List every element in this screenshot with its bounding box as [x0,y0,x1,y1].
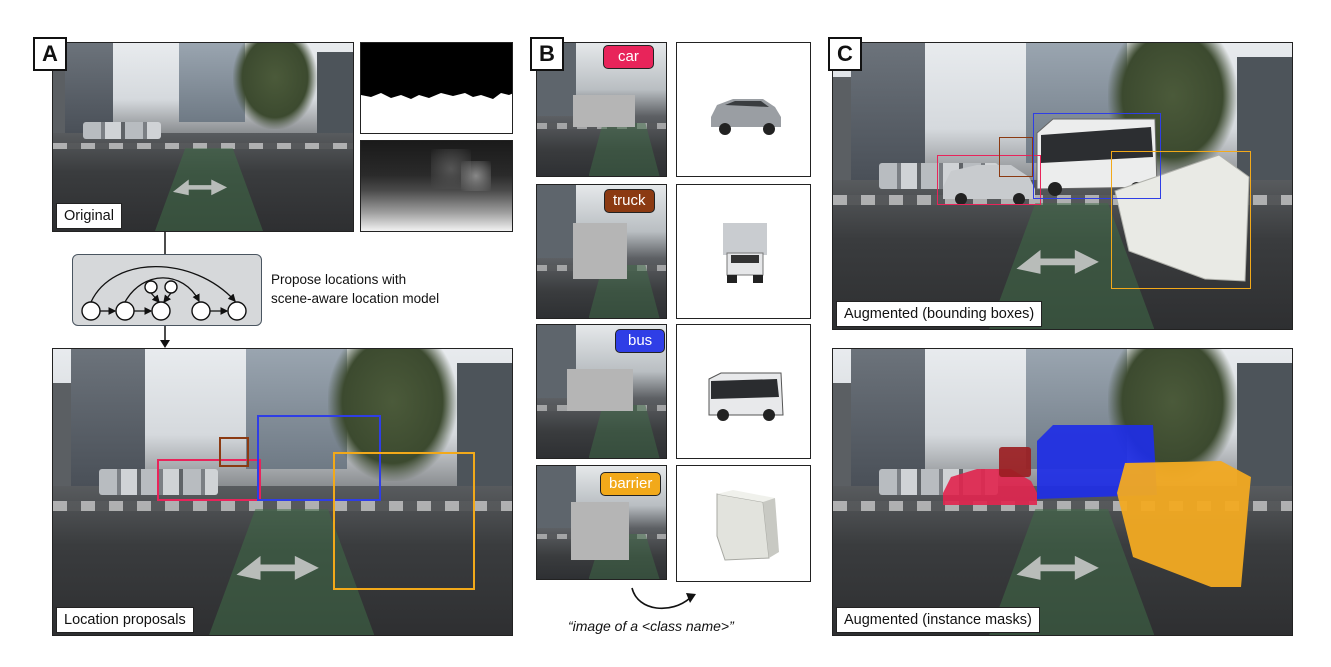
propose-locations-caption: Propose locations with scene-aware locat… [271,270,439,308]
generated-car-image [676,42,811,177]
location-model-graph-icon [72,254,262,326]
truck-proposal-box [219,437,249,467]
truck-bounding-box [999,137,1033,177]
augmented-masks-label: Augmented (instance masks) [836,607,1040,633]
panel-letter-b: B [530,37,564,71]
road-arrow-icon [236,556,320,581]
curved-arrow-icon [631,587,696,610]
class-tag-truck: truck [604,189,655,213]
augmented-boxes-scene-image [832,42,1293,330]
bus-bounding-box [1033,113,1161,199]
panel-letter-a: A [33,37,67,71]
panel-letter-c: C [828,37,862,71]
barrier-proposal-box [333,452,475,590]
barrier-instance-mask [1117,461,1251,587]
location-proposals-scene-image [52,348,513,636]
generated-bus-image [676,324,811,459]
inserted-barrier-object [1114,154,1250,282]
original-scene-image [52,42,354,232]
car-bounding-box [937,155,1041,205]
generated-truck-image [676,184,811,319]
connector-arrow [160,232,170,348]
inserted-car-object [943,165,1035,205]
truck-instance-mask [999,447,1031,477]
depth-map-thumbnail [360,140,513,232]
barrier-bounding-box [1111,151,1251,289]
augmented-boxes-label: Augmented (bounding boxes) [836,301,1043,327]
location-proposals-label: Location proposals [56,607,194,633]
original-label: Original [56,203,122,229]
propose-caption-line-1: Propose locations with [271,272,407,287]
class-tag-bus: bus [615,329,666,353]
propose-caption-line-2: scene-aware location model [271,291,440,306]
class-tag-car: car [603,45,654,69]
generated-barrier-image [676,465,811,582]
car-instance-mask [943,469,1037,505]
bus-proposal-box [257,415,381,501]
semantic-mask-thumbnail [360,42,513,134]
car-proposal-box [157,459,261,501]
class-tag-barrier: barrier [600,472,662,496]
road-arrow-icon [172,179,228,195]
prompt-caption: “image of a <class name>” [568,618,734,634]
augmented-masks-scene-image [832,348,1293,636]
road-arrow-icon [1016,250,1100,275]
inserted-bus-object [1036,118,1158,196]
road-arrow-icon [1016,556,1100,581]
